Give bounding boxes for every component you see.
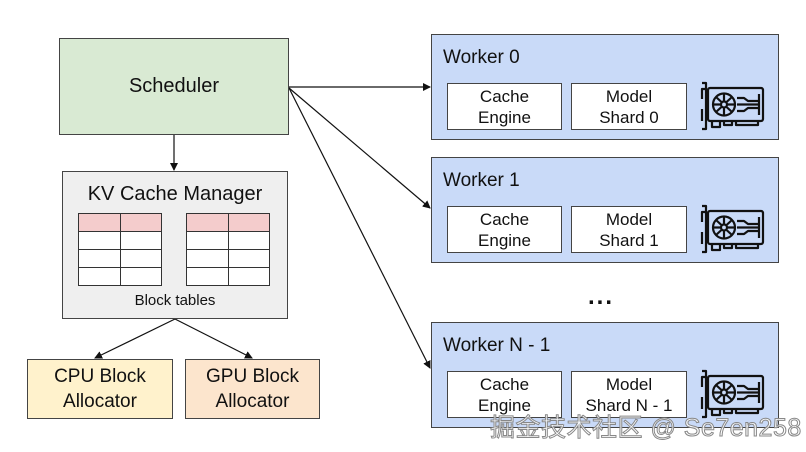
- cpu-block-allocator-node: CPU Block Allocator: [27, 359, 173, 419]
- more-workers-ellipsis: ...: [588, 283, 615, 310]
- block-table: [186, 213, 270, 286]
- gpu-allocator-line1: GPU Block: [206, 366, 299, 387]
- scheduler-label: Scheduler: [128, 75, 220, 97]
- model-shard-line1: Model: [605, 86, 653, 106]
- cache-engine-line1: Cache: [479, 86, 530, 106]
- model-shard-line2: Shard N - 1: [585, 395, 673, 415]
- edge-scheduler-to-worker-1: [288, 87, 431, 209]
- worker-title: Worker N - 1: [443, 335, 551, 356]
- model-shard-line2: Shard 0: [599, 107, 659, 127]
- cache-engine-line2: Engine: [478, 395, 531, 415]
- block-tables-caption: Block tables: [134, 292, 216, 309]
- gpu-card-icon: [700, 204, 765, 254]
- edge-scheduler-to-worker-n-1: [288, 87, 431, 369]
- model-shard-line2: Shard 1: [599, 230, 659, 250]
- cpu-allocator-line2: Allocator: [63, 391, 137, 412]
- worker-title: Worker 1: [443, 170, 520, 191]
- gpu-card-icon: [700, 369, 765, 419]
- kv-cache-manager-node: KV Cache Manager Block tables: [62, 171, 288, 319]
- watermark: 掘金技术社区 @ Se7en258: [490, 414, 802, 443]
- edge-kvcm-to-cpu-allocator: [94, 318, 176, 359]
- worker-title: Worker 0: [443, 47, 520, 68]
- gpu-card-icon: [700, 81, 765, 131]
- cpu-allocator-line1: CPU Block: [54, 366, 146, 387]
- block-table: [78, 213, 162, 286]
- cache-engine-line2: Engine: [478, 230, 531, 250]
- cache-engine-line1: Cache: [479, 374, 530, 394]
- kv-cache-manager-title: KV Cache Manager: [87, 183, 263, 205]
- cache-engine-line1: Cache: [479, 209, 530, 229]
- edge-kvcm-to-gpu-allocator: [174, 318, 253, 359]
- gpu-allocator-line2: Allocator: [215, 391, 290, 412]
- cache-engine-line2: Engine: [478, 107, 531, 127]
- gpu-block-allocator-node: GPU Block Allocator: [185, 359, 320, 419]
- model-shard-line1: Model: [605, 209, 653, 229]
- scheduler-node: Scheduler: [59, 38, 289, 135]
- model-shard-line1: Model: [605, 374, 653, 394]
